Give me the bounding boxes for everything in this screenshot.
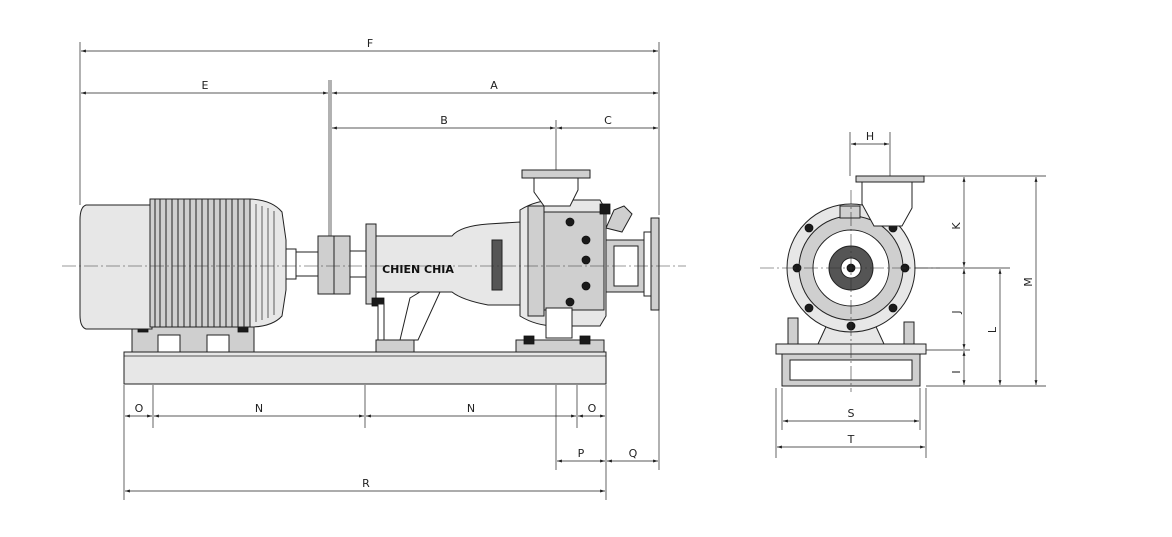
side-view: F E A B C O N N O P Q R [62,37,686,500]
label-M: M [1022,277,1035,287]
label-O-right: O [588,402,597,415]
label-K: K [950,222,963,230]
discharge-nozzle [521,169,591,207]
label-T: T [847,433,855,446]
label-J: J [950,310,963,314]
motor [79,198,297,330]
front-discharge-nozzle [839,175,925,227]
brand-text: CHIEN CHIA [382,263,454,276]
label-R: R [362,477,370,490]
label-S: S [848,407,855,420]
label-L: L [986,326,999,333]
label-N-right: N [467,402,475,415]
motor-cooling-fins [154,199,245,327]
front-dimension-letters: H K M J L I S T [847,130,1035,446]
front-dimension-lines [777,142,1038,449]
pump-casing [515,199,607,353]
front-volute [786,203,916,333]
dimension-letters: F E A B C O N N O P Q R [135,37,638,490]
label-A: A [490,79,498,92]
label-O-left: O [135,402,144,415]
dimension-lines [81,49,658,493]
label-Q: Q [629,447,638,460]
front-view: H K M J L I S T [760,130,1046,458]
label-E: E [202,79,209,92]
label-I: I [950,370,963,373]
bearing-frame: CHIEN CHIA [365,221,521,353]
base-plate [123,351,607,385]
extension-lines [79,42,660,500]
label-P: P [578,447,585,460]
label-C: C [604,114,612,127]
label-N-left: N [255,402,263,415]
suction-nozzle [599,203,660,311]
coupling [295,235,367,295]
label-F: F [367,37,373,50]
label-B: B [440,114,448,127]
label-H: H [866,130,874,143]
